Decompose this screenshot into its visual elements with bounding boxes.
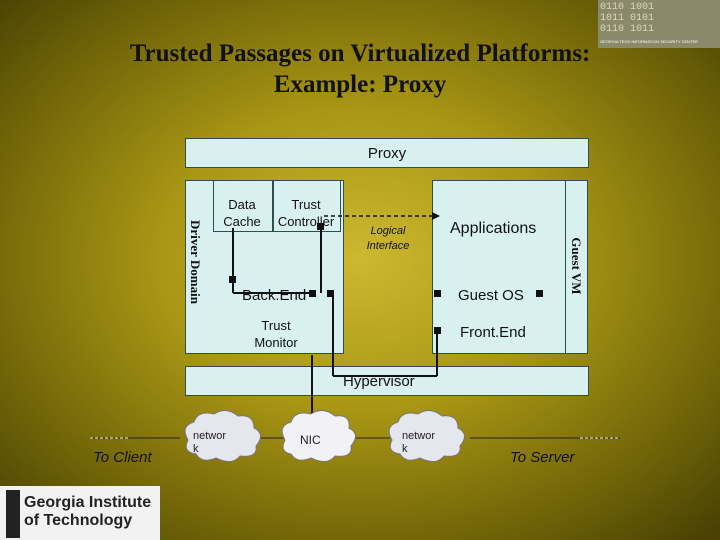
- network-cloud-left-icon: [184, 410, 261, 462]
- data-cache-label: Data Cache: [223, 197, 261, 229]
- gt-logo-line-2: of Technology: [24, 512, 133, 529]
- guest-vm-box: [432, 180, 588, 354]
- to-server-label: To Server: [510, 449, 575, 466]
- data-cache-box: [213, 180, 273, 232]
- slide-title: Trusted Passages on Virtualized Platform…: [60, 38, 660, 100]
- guest-os-label: Guest OS: [458, 287, 524, 304]
- network-left-label: networ k: [193, 430, 227, 455]
- title-line-2: Example: Proxy: [273, 71, 447, 98]
- proxy-box: Proxy: [185, 138, 589, 168]
- nic-label: NIC: [300, 433, 321, 447]
- title-line-1: Trusted Passages on Virtualized Platform…: [129, 40, 591, 67]
- nic-icon: [281, 410, 356, 462]
- network-cloud-right-icon: [388, 410, 465, 462]
- guest-vm-side-box: [565, 180, 588, 354]
- network-right-label: networ k: [402, 430, 436, 455]
- logical-interface-label: Logical Interface: [366, 225, 410, 252]
- front-end-label: Front.End: [460, 324, 526, 341]
- applications-label: Applications: [450, 220, 537, 237]
- back-end-label: Back.End: [242, 287, 307, 304]
- trust-controller-box: [273, 180, 341, 232]
- hypervisor-label: Hypervisor: [343, 373, 415, 390]
- hypervisor-box: [185, 366, 589, 396]
- to-client-label: To Client: [93, 449, 152, 466]
- georgia-tech-logo: Georgia Institute of Technology: [0, 486, 160, 540]
- proxy-label: Proxy: [367, 145, 407, 162]
- gt-logo-line-1: Georgia Institute: [24, 494, 152, 511]
- tower-icon: [6, 490, 20, 538]
- trust-monitor-label: Trust Monitor: [254, 318, 298, 350]
- gtisc-logo-text: GEORGIA TECH INFORMATION SECURITY CENTER: [600, 39, 699, 44]
